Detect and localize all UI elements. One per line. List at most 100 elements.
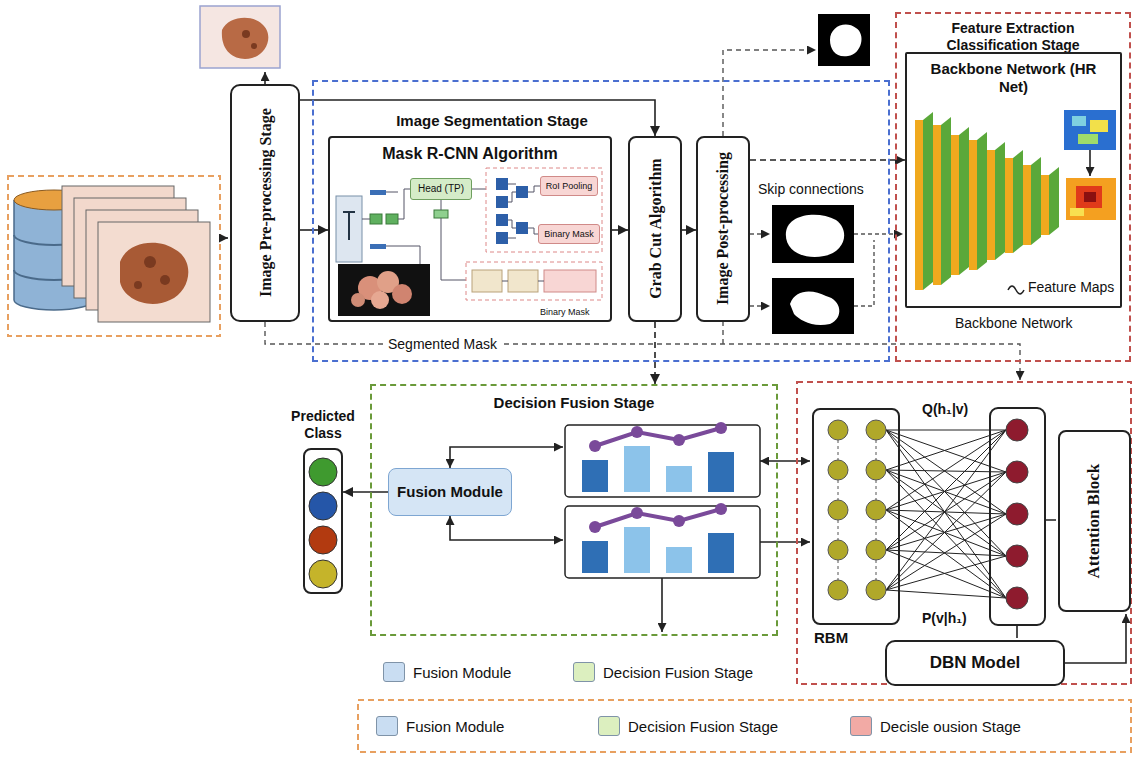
legend-item: Fusion Module xyxy=(383,662,511,682)
feature-heatmap xyxy=(1076,186,1102,208)
score-chart xyxy=(715,422,727,434)
mask-rcnn-art xyxy=(496,232,508,244)
score-chart xyxy=(565,422,760,578)
layer-box: Binary Mask xyxy=(538,224,600,244)
model-box: DBN Model xyxy=(885,640,1065,686)
backbone-layers xyxy=(969,140,977,270)
mask-image xyxy=(818,14,870,66)
connector-arrow xyxy=(612,229,628,231)
node-label: Fusion Module xyxy=(397,483,503,501)
annotation-label: Binary Mask xyxy=(540,307,590,317)
mask-rcnn-art xyxy=(392,284,412,304)
mask-rcnn-art xyxy=(544,270,596,292)
fusion-arrows xyxy=(450,447,563,468)
node-label: Feature Extraction Classification Stage xyxy=(928,20,1098,54)
node-label: DBN Model xyxy=(930,653,1021,673)
legend-label: Decision Fusion Stage xyxy=(603,664,753,681)
attention-box: Attention Block xyxy=(1058,430,1131,612)
legend-label: Decisle ousion Stage xyxy=(880,718,1021,735)
fusion-arrows xyxy=(760,460,810,462)
score-chart xyxy=(715,503,727,515)
node-label: Predicted Class xyxy=(278,408,368,442)
backbone-layers xyxy=(1049,167,1059,235)
backbone-layers xyxy=(915,112,1059,290)
preprocessed-thumbnail xyxy=(200,6,280,84)
dbn-region xyxy=(828,580,848,600)
feature-heatmap xyxy=(1008,286,1024,294)
label-anchor: P(v|h₁) xyxy=(922,609,967,627)
mask-rcnn-art xyxy=(466,262,602,300)
feature-heatmap xyxy=(1090,120,1108,132)
mask-rcnn-art xyxy=(386,214,398,224)
dbn-region xyxy=(1006,503,1028,525)
mask-rcnn-art xyxy=(336,168,602,316)
score-chart xyxy=(582,460,608,492)
node-label: Mask R-CNN Algorithm xyxy=(330,144,610,163)
legend-label: Decision Fusion Stage xyxy=(628,718,778,735)
mask-rcnn-art xyxy=(371,291,389,309)
backbone-layers xyxy=(995,142,1005,260)
node-label: Image Post-processing xyxy=(713,152,732,305)
feature-heatmap xyxy=(1064,110,1116,150)
connector-arrow xyxy=(654,322,656,384)
node-label: Binary Mask xyxy=(544,229,594,240)
backbone-layers xyxy=(1031,157,1041,245)
label-anchor: Binary Mask xyxy=(540,301,590,319)
backbone-layers xyxy=(933,125,941,285)
mask-rcnn-art xyxy=(336,196,362,262)
dbn-region xyxy=(886,430,1006,598)
preprocessed-thumbnail xyxy=(264,72,266,84)
feature-heatmap xyxy=(1072,116,1086,126)
dbn-region xyxy=(828,500,848,520)
legend-item: Decision Fusion Stage xyxy=(573,662,753,682)
dbn-region xyxy=(1006,461,1028,483)
preprocessed-thumbnail xyxy=(242,30,250,38)
label-anchor: Segmented Mask xyxy=(384,335,501,353)
score-chart xyxy=(624,446,650,492)
backbone-layers xyxy=(977,132,987,270)
preprocessed-thumbnail xyxy=(222,18,268,59)
node-label: Image Pre-processing Stage xyxy=(255,109,274,298)
class-column: Predicted Class xyxy=(303,448,343,594)
mask-rcnn-art xyxy=(508,184,540,238)
legend-swatch xyxy=(573,662,595,682)
legend-label: Fusion Module xyxy=(413,664,511,681)
mask-rcnn-art xyxy=(502,281,544,282)
mask-rcnn-art xyxy=(351,293,365,307)
score-chart xyxy=(565,506,760,578)
dbn-region xyxy=(866,540,886,560)
connector-arrow xyxy=(682,229,696,231)
score-chart xyxy=(589,440,601,452)
score-chart xyxy=(673,434,685,446)
mask-rcnn-art xyxy=(496,214,508,226)
score-chart xyxy=(673,515,685,527)
mask-image xyxy=(772,205,854,263)
node-label: Backbone Network (HR Net) xyxy=(929,60,1099,96)
dataset-icon xyxy=(8,176,220,336)
backbone-layers xyxy=(941,117,951,285)
annotation-label: Segmented Mask xyxy=(384,336,501,352)
mask-rcnn-art xyxy=(496,178,508,190)
mask-rcnn-art xyxy=(343,212,355,240)
mask-rcnn-art xyxy=(370,190,386,195)
rbm-layer: RBM xyxy=(812,408,900,625)
process-box: Image Post-processing xyxy=(696,136,750,322)
dbn-region xyxy=(1006,545,1028,567)
stage-box: Image Pre-processing Stage xyxy=(230,84,300,322)
fusion-arrows xyxy=(760,541,810,543)
algorithm-box: Mask R-CNN AlgorithmHead (TP)RoI Pooling… xyxy=(328,136,612,322)
mask-rcnn-art xyxy=(496,196,508,208)
backbone-layers xyxy=(1005,158,1013,253)
data-flow-lines xyxy=(722,322,723,344)
node-label: Head (TP) xyxy=(418,183,464,195)
annotation-label: P(v|h₁) xyxy=(922,610,967,626)
legend-swatch xyxy=(376,716,398,736)
layer-box: Head (TP) xyxy=(410,178,472,200)
dataset-icon xyxy=(134,281,142,289)
score-chart xyxy=(666,466,692,492)
score-chart xyxy=(565,425,760,497)
fusion-box: Fusion Module xyxy=(388,468,512,516)
mask-rcnn-art xyxy=(516,222,528,234)
network-box: Backbone Network (HR Net) xyxy=(905,52,1122,308)
backbone-layers xyxy=(923,112,933,290)
